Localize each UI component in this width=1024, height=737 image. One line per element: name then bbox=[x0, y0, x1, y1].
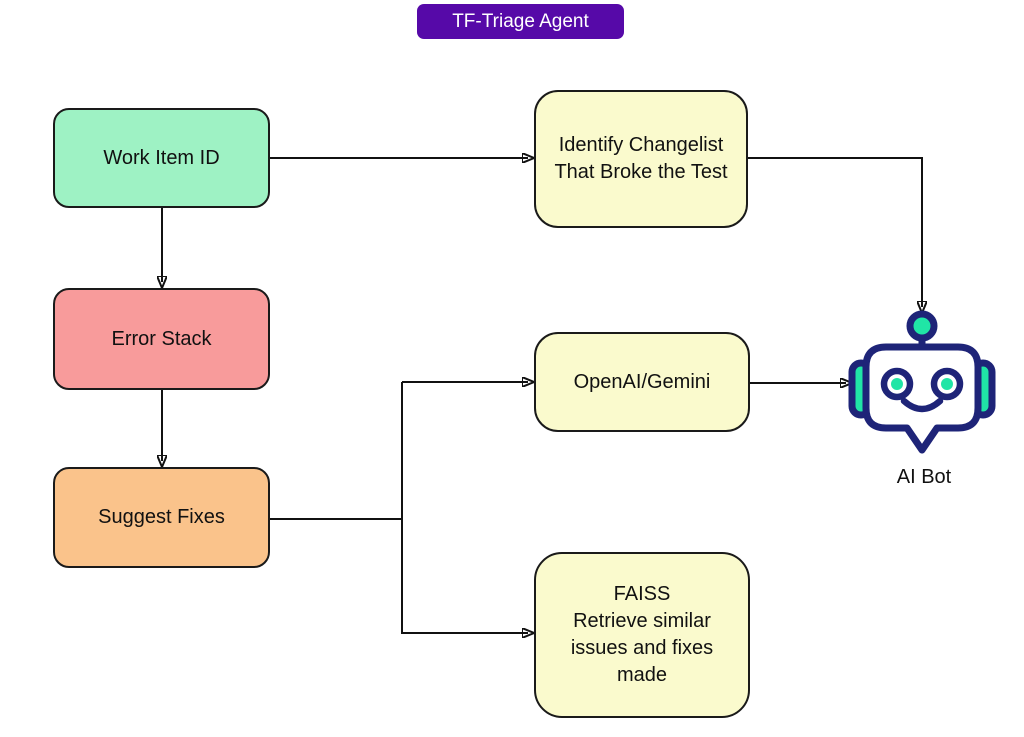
node-error-stack: Error Stack bbox=[53, 288, 270, 390]
node-identify-changelist: Identify Changelist That Broke the Test bbox=[534, 90, 748, 228]
robot-left-eye-pupil bbox=[891, 378, 903, 390]
node-openai-gemini: OpenAI/Gemini bbox=[534, 332, 750, 432]
node-work-item-id: Work Item ID bbox=[53, 108, 270, 208]
robot-right-eye-pupil bbox=[941, 378, 953, 390]
robot-head bbox=[862, 343, 982, 454]
diagram-title: TF-Triage Agent bbox=[417, 4, 624, 39]
robot-smile bbox=[900, 397, 944, 413]
ai-bot-label: AI Bot bbox=[896, 466, 952, 488]
node-suggest-fixes: Suggest Fixes bbox=[53, 467, 270, 568]
node-faiss: FAISS Retrieve similar issues and fixes … bbox=[534, 552, 750, 718]
robot-antenna-ball bbox=[906, 310, 938, 342]
ai-bot-icon bbox=[848, 310, 996, 454]
arrow-identify-to-aibot bbox=[748, 157, 922, 307]
